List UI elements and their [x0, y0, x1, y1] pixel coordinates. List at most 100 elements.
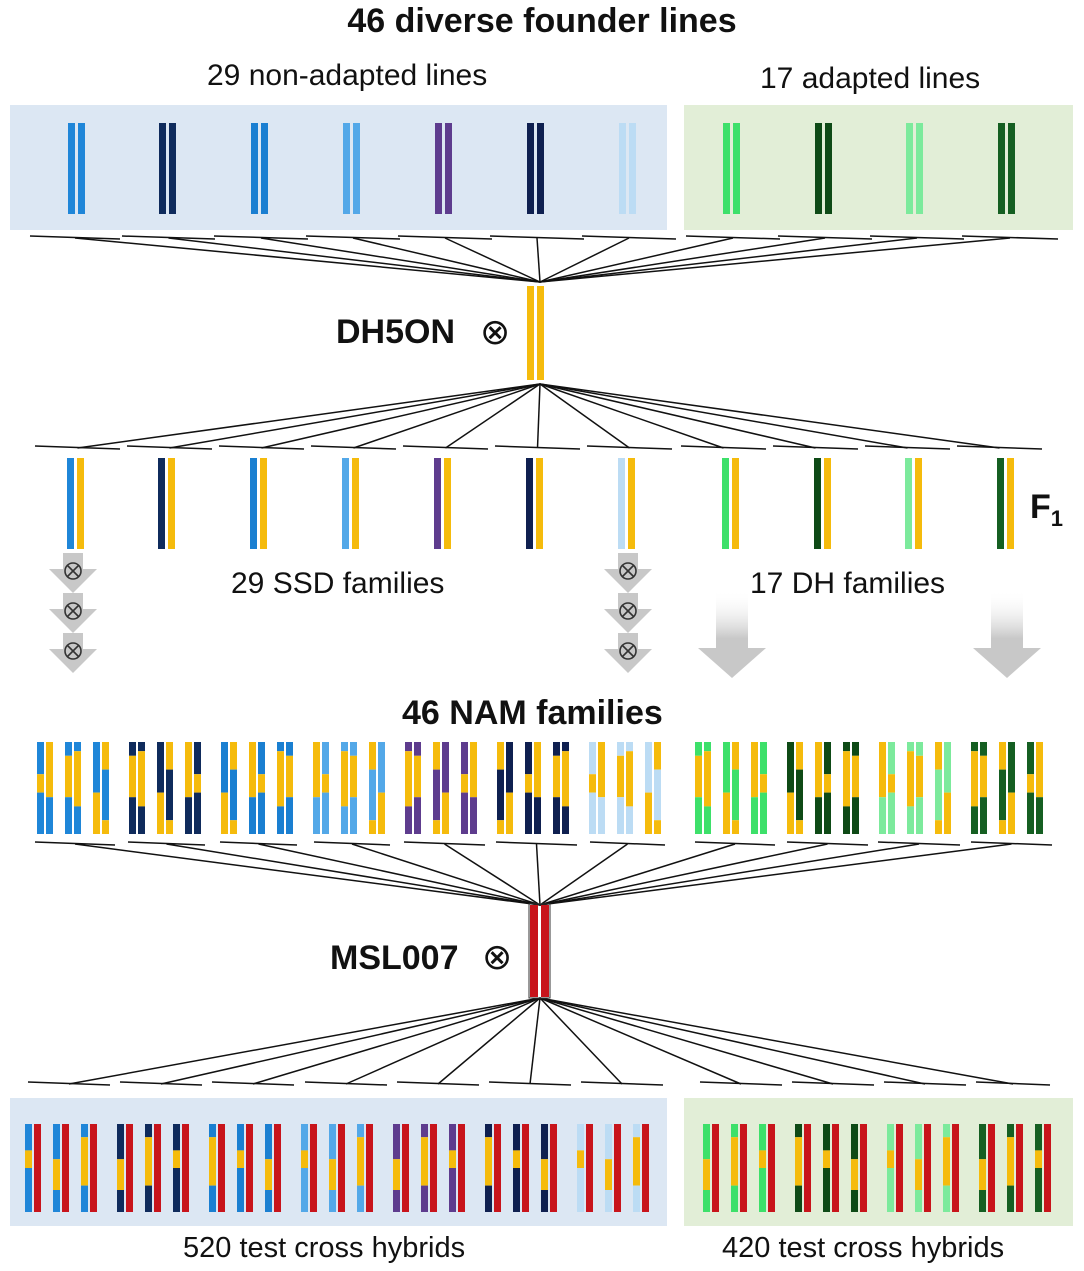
f1-fan-line-6: [536, 383, 541, 449]
nam-family-10-line-2-a-seg-0: [907, 742, 914, 752]
nam-family-9-line-1-b-seg-0: [796, 742, 803, 770]
hybrid-family-1-line-2-nam-seg-1: [53, 1159, 60, 1190]
nam-family-4-line-3-b-seg-0: [378, 742, 385, 793]
hybrid-family-1-line-3-msl007: [90, 1124, 97, 1212]
nam-family-8-line-1-a-seg-2: [695, 797, 702, 834]
founder-cross-line-4: [352, 237, 541, 283]
nam-bar-3: [219, 841, 298, 846]
nam-family-1-line-3-b-seg-1: [102, 769, 109, 821]
hybrid-family-6-line-3-nam-seg-2: [541, 1190, 548, 1212]
nam-family-10-line-3-b-seg-0: [944, 742, 951, 793]
nam-family-10-line-3-a-seg-1: [935, 769, 942, 821]
nam-family-3-line-3-a-seg-0: [277, 742, 284, 752]
hybrid-family-3-line-1-nam-seg-0: [209, 1124, 216, 1138]
nam-family-2-line-3-a-seg-0: [185, 742, 192, 798]
nam-family-8-line-1-a-seg-0: [695, 742, 702, 756]
nam-family-9-line-2-a-seg-1: [815, 797, 822, 834]
nam-family-10-line-2-a-seg-2: [907, 806, 914, 834]
nam-family-2-line-3-b-seg-0: [194, 742, 201, 775]
hybrid-family-10-line-2-nam-seg-1: [915, 1159, 922, 1190]
nam-family-10-line-3-a-seg-2: [935, 820, 942, 834]
hybrid-family-11-line-1-nam-seg-1: [979, 1159, 986, 1190]
nam-family-6-line-3-a-seg-1: [553, 755, 560, 798]
founder-8-chromosome-b: [733, 123, 740, 214]
hybrid-family-1-line-2-msl007: [62, 1124, 69, 1212]
nam-family-6-line-3-a-seg-0: [553, 742, 560, 756]
founder-1-chromosome-a: [68, 123, 75, 214]
hybrid-fan-line-2: [160, 997, 541, 1085]
nam-family-11-line-1-b-seg-1: [980, 755, 987, 798]
ssd-right-self-icon-3: [619, 642, 637, 660]
hybrid-family-11-line-3-nam-seg-2: [1035, 1168, 1042, 1212]
nam-family-8-line-3-a-seg-0: [751, 742, 758, 798]
nam-family-9-line-2-b-seg-1: [824, 774, 831, 793]
dh-arrow-right: [973, 590, 1041, 678]
founder-bar-7: [581, 235, 677, 240]
founder-cross-line-3: [260, 237, 541, 283]
hybrid-family-8-line-2-nam-seg-1: [731, 1137, 738, 1186]
nam-family-6-line-1-a-seg-1: [497, 769, 504, 821]
hybrid-family-5-line-2-msl007: [430, 1124, 437, 1212]
nam-family-7-line-2-b-seg-0: [626, 742, 633, 752]
nam-family-4-line-2-b-seg-1: [350, 755, 357, 798]
f1-subscript: 1: [1050, 505, 1064, 531]
nam-family-5-line-3-a-seg-1: [461, 774, 468, 793]
nam-family-11-line-2-b-seg-0: [1008, 742, 1015, 793]
hybrid-family-3-line-2-msl007: [246, 1124, 253, 1212]
hybrid-family-6-line-2-msl007: [522, 1124, 529, 1212]
nam-bar-9: [786, 841, 869, 846]
f1-9-founder-chromosome: [814, 458, 821, 549]
nam-family-11-line-1-a-seg-1: [971, 751, 978, 807]
founder-10-chromosome-a: [906, 123, 913, 214]
nam-family-10-line-3-a-seg-0: [935, 742, 942, 770]
nam-family-10-line-1-a-seg-0: [879, 742, 886, 798]
hybrid-family-8-line-2-msl007: [740, 1124, 747, 1212]
nam-family-10-line-1-b-seg-2: [888, 792, 895, 834]
f1-fan-line-8: [539, 383, 724, 449]
founder-9-chromosome-a: [815, 123, 822, 214]
hybrid-family-6-line-3-msl007: [550, 1124, 557, 1212]
f1-11-founder-chromosome: [997, 458, 1004, 549]
hybrid-family-8-line-1-msl007: [712, 1124, 719, 1212]
founder-7-chromosome-b: [629, 123, 636, 214]
nam-family-7-line-2-b-seg-2: [626, 806, 633, 834]
self-symbol-dh5on: ⊗: [480, 312, 511, 353]
nam-cross-line-1: [74, 843, 541, 906]
dh5on-chromosome-b: [537, 286, 544, 380]
nam-family-7-line-3-b-seg-1: [654, 769, 661, 821]
founder-cross-line-10: [539, 237, 918, 283]
hybrid-family-9-line-1-nam-seg-0: [795, 1124, 802, 1138]
nam-family-1-line-3-a-seg-1: [93, 792, 100, 834]
hybrid-family-4-line-3-nam-seg-2: [357, 1185, 364, 1212]
founder-5-chromosome-b: [445, 123, 452, 214]
hybrid-fan-line-5: [437, 997, 541, 1085]
hybrid-family-7-line-3-nam-seg-2: [633, 1185, 640, 1212]
founder-3-chromosome-a: [251, 123, 258, 214]
nam-family-7-line-2-b-seg-1: [626, 751, 633, 807]
hybrid-family-9-line-2-msl007: [832, 1124, 839, 1212]
hybrid-family-4-line-1-nam-seg-0: [301, 1124, 308, 1151]
nam-family-6-line-2-a-seg-2: [525, 792, 532, 834]
hybrid-family-9-line-1-nam-seg-1: [795, 1137, 802, 1186]
nam-family-7-line-1-a-seg-0: [589, 742, 596, 775]
f1-5-dh5on-chromosome: [444, 458, 451, 549]
nam-family-2-line-1-b-seg-2: [138, 806, 145, 834]
hybrid-family-1-line-1-nam-seg-0: [25, 1124, 32, 1151]
diagram-title: 46 diverse founder lines: [347, 2, 737, 40]
dh-arrow-left: [698, 590, 766, 678]
nam-family-4-line-2-b-seg-0: [350, 742, 357, 756]
hybrid-family-4-line-3-nam-seg-0: [357, 1124, 364, 1138]
founder-bar-5: [397, 235, 493, 240]
f1-11-dh5on-chromosome: [1007, 458, 1014, 549]
nam-family-4-line-2-a-seg-2: [341, 806, 348, 834]
hybrid-family-2-line-3-nam-seg-0: [173, 1124, 180, 1151]
hybrid-family-9-line-2-nam-seg-2: [823, 1168, 830, 1212]
nam-family-5-line-1-b-seg-0: [414, 742, 421, 756]
hybrid-family-8-line-1-nam-seg-2: [703, 1190, 710, 1212]
hybrid-family-3-line-1-nam-seg-2: [209, 1185, 216, 1212]
founder-bar-11: [961, 235, 1059, 240]
msl007-chromosome-a: [530, 905, 538, 997]
nam-family-2-line-2-b-seg-0: [166, 742, 173, 770]
nam-bar-10: [877, 841, 961, 846]
